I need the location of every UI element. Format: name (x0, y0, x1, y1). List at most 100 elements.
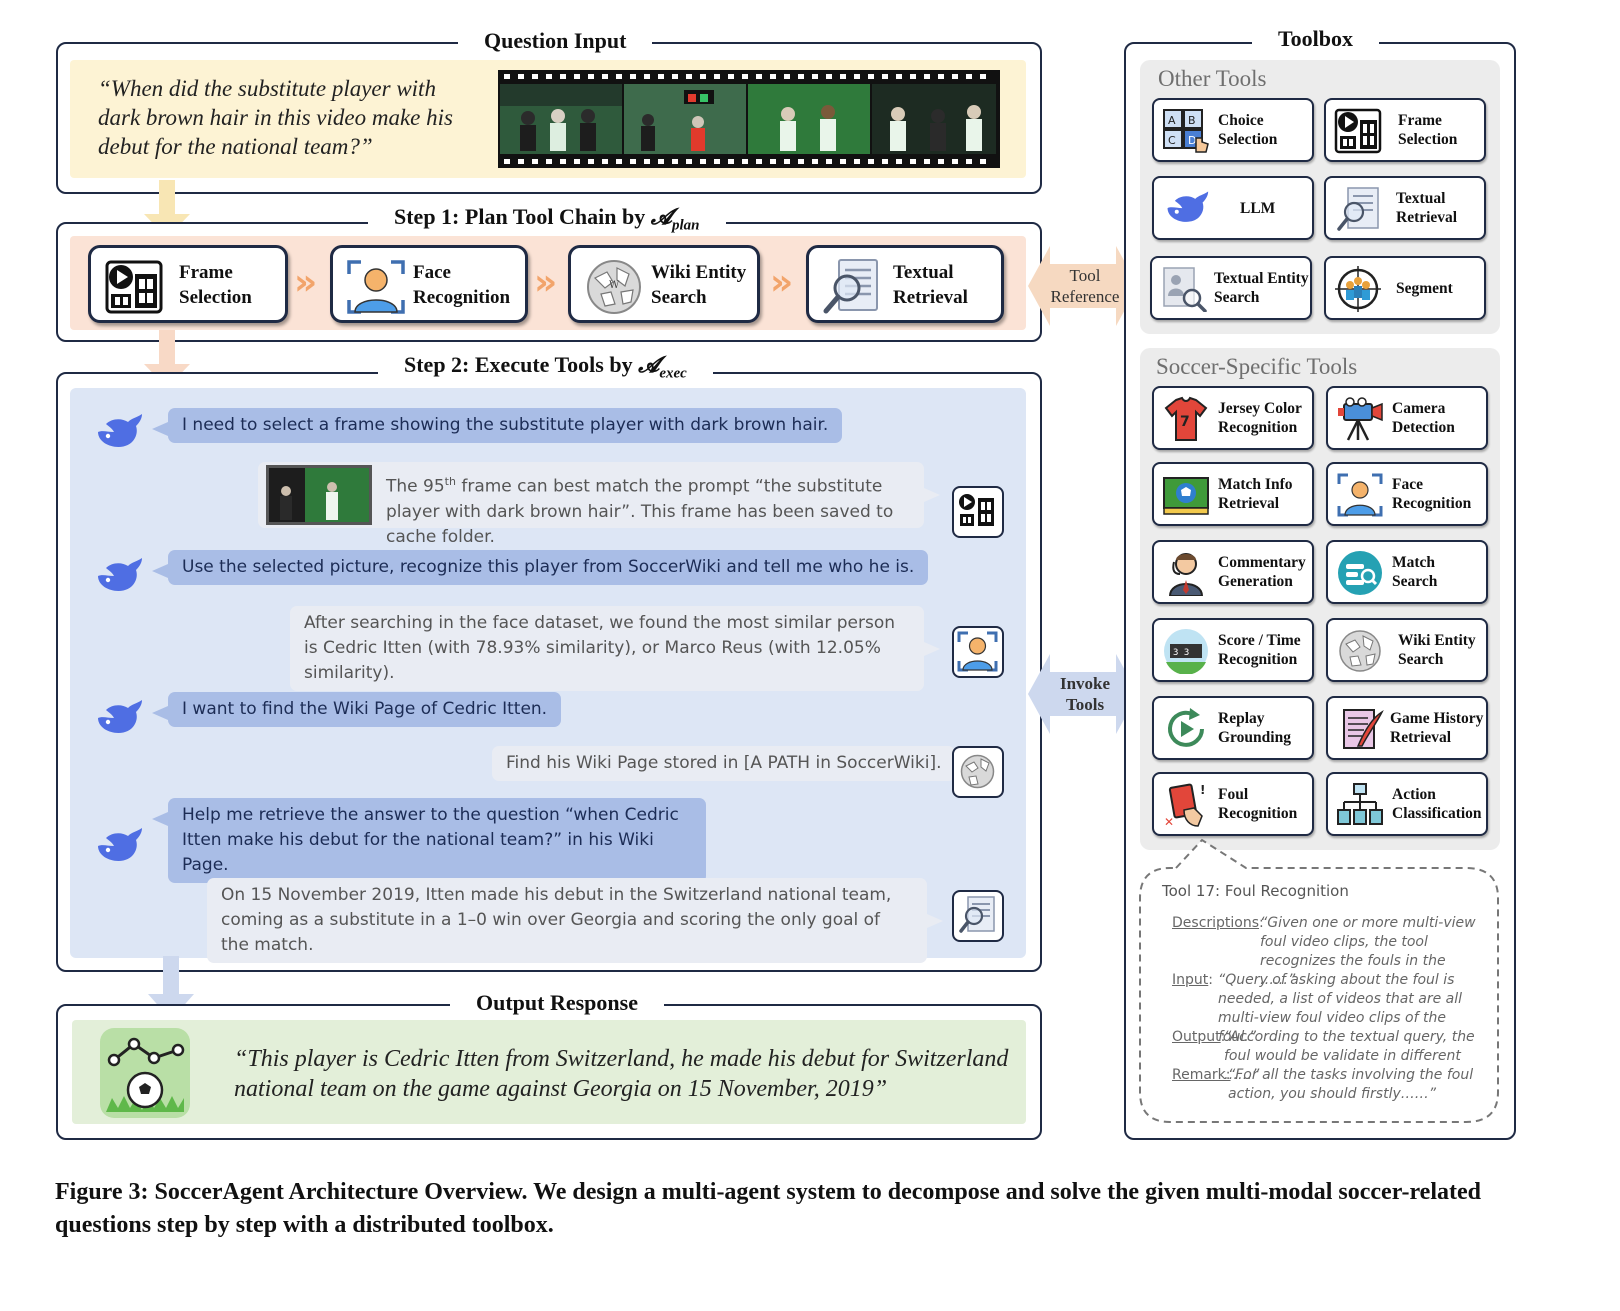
textual-retrieval-icon (1337, 187, 1379, 231)
whale-llm-icon (1167, 191, 1209, 222)
output-label: Output (1172, 1029, 1221, 1045)
step2-title-text: Step 2: Execute Tools by (404, 352, 639, 377)
plan-step-label: Frame Selection (179, 262, 252, 308)
step2-title: Step 2: Execute Tools by 𝓐exec (378, 352, 713, 387)
tool-replay-grounding: Replay Grounding (1152, 696, 1314, 760)
tool-label: LLM (1240, 199, 1276, 217)
tool-label: Frame Selection (1398, 112, 1458, 148)
detail-descriptions: Descriptions: “Given one or more multi-v… (1172, 915, 1476, 988)
frame-selection-icon (952, 486, 1004, 538)
entity-search-icon (1163, 267, 1207, 312)
choice-selection-icon: A B C D (1163, 109, 1209, 153)
soccer-analytics-icon (100, 1028, 190, 1118)
face-recognition-glyph (957, 631, 998, 672)
chevron-right-icon: » (534, 262, 558, 303)
tool-label: Choice Selection (1218, 112, 1278, 148)
svg-text:D: D (1188, 134, 1196, 147)
question-text: “When did the substitute player with dar… (98, 76, 453, 159)
plan-step-frame-selection: Frame Selection (88, 245, 288, 323)
tool-match-info-retrieval: Match Info Retrieval (1152, 462, 1314, 526)
wikipedia-globe-icon: W (587, 260, 641, 314)
svg-text:W: W (609, 280, 620, 291)
tool-face-recognition: Face Recognition (1326, 462, 1488, 526)
match-search-icon (1338, 551, 1382, 595)
svg-text:A: A (1168, 114, 1176, 127)
svg-text:7: 7 (1180, 414, 1190, 430)
tool-reference-arrow (1028, 246, 1138, 326)
step2-agent-symbol: 𝓐 (638, 352, 660, 378)
scoreboard-icon: 3 3 (1164, 629, 1208, 674)
step1-title-text: Step 1: Plan Tool Chain by (394, 204, 651, 229)
step1-agent-sub: plan (672, 217, 700, 234)
step1-title: Step 1: Plan Tool Chain by 𝓐plan (368, 204, 726, 239)
svg-text:✕: ✕ (1164, 815, 1174, 828)
tool-textual-entity-search: Textual Entity Search (1150, 256, 1312, 320)
jersey-icon: 7 (1164, 396, 1208, 441)
tool-label: Camera Detection (1392, 400, 1455, 436)
foul-card-icon: ✕ ! (1164, 783, 1205, 828)
plan-step-textual-retrieval: Textual Retrieval (806, 245, 1004, 323)
svg-text:!: ! (1200, 783, 1205, 797)
input-text: “Query of asking about the foul is neede… (1218, 972, 1462, 1045)
tool-response: Find his Wiki Page stored in [A PATH in … (492, 746, 972, 781)
other-tools-title: Other Tools (1158, 66, 1267, 91)
soccer-tools-title: Soccer-Specific Tools (1156, 354, 1358, 379)
tool-label: Foul Recognition (1218, 786, 1298, 822)
tool-game-history-retrieval: Game History Retrieval (1326, 696, 1488, 760)
tool-score-time-recognition: 3 3 Score / Time Recognition (1152, 618, 1314, 682)
camera-icon (1338, 397, 1383, 441)
tool-label: Commentary Generation (1218, 554, 1306, 590)
ordinal-suffix: th (444, 475, 456, 488)
question-input-title: Question Input (458, 28, 653, 54)
agent-whale-icon (98, 828, 142, 861)
selected-frame-thumbnail (266, 465, 372, 525)
agent-message: Use the selected picture, recognize this… (151, 550, 929, 585)
scroll-quill-icon (1343, 709, 1384, 749)
toolbox-title: Toolbox (1252, 26, 1380, 52)
plan-step-face-recognition: Face Recognition (330, 245, 528, 323)
tool-reference-label: Tool Reference (1050, 266, 1120, 306)
output-title: Output Response (450, 990, 664, 1016)
textual-retrieval-icon (823, 259, 878, 314)
textual-retrieval-icon (952, 890, 1004, 942)
detail-remark: Remark: “For all the tasks involving the… (1172, 1066, 1484, 1102)
remark-text: “For all the tasks involving the foul ac… (1228, 1067, 1474, 1102)
tool-label: Game History Retrieval (1390, 710, 1484, 746)
segment-icon (1335, 266, 1381, 312)
wikipedia-globe-icon (1339, 630, 1381, 672)
wikipedia-globe-icon (952, 746, 1004, 798)
agent-whale-icon (98, 700, 142, 733)
tool-commentary-generation: Commentary Generation (1152, 540, 1314, 604)
descriptions-label: Descriptions (1172, 915, 1260, 931)
tool-frame-selection: Frame Selection (1324, 98, 1486, 162)
invoke-tools-arrow (1028, 654, 1138, 734)
agent-whale-icon (98, 414, 142, 447)
input-label: Input (1172, 972, 1209, 988)
tool-textual-retrieval: Textual Retrieval (1324, 176, 1486, 240)
tool-label: Match Info Retrieval (1218, 476, 1293, 512)
wikipedia-glyph (960, 754, 995, 789)
tool-label: Segment (1396, 279, 1453, 297)
tool-wiki-entity-search: Wiki Entity Search (1326, 618, 1488, 682)
plan-step-label: Textual Retrieval (893, 262, 968, 308)
agent-message: Help me retrieve the answer to the quest… (152, 798, 706, 883)
tool-jersey-color-recognition: 7 Jersey Color Recognition (1152, 386, 1314, 450)
tool-response-text-cont: frame can best match the prompt “the sub… (386, 476, 894, 547)
tool-label: Jersey Color Recognition (1218, 400, 1302, 436)
svg-text:3 3: 3 3 (1173, 648, 1189, 658)
tool-label: Replay Grounding (1218, 710, 1291, 746)
tool-response: After searching in the face dataset, we … (290, 606, 940, 691)
tool-label: Textual Retrieval (1396, 190, 1458, 226)
match-info-icon (1163, 477, 1209, 515)
tool-label: Wiki Entity Search (1398, 632, 1476, 668)
plan-step-wiki-entity-search: W Wiki Entity Search (568, 245, 760, 323)
tool-label: Face Recognition (1392, 476, 1472, 512)
detail-input: Input: “Query of asking about the foul i… (1172, 971, 1484, 1045)
plan-step-label: Wiki Entity Search (651, 262, 747, 308)
output-text: “According to the textual query, the fou… (1224, 1029, 1475, 1083)
remark-label: Remark: (1172, 1067, 1231, 1083)
agent-message: I need to select a frame showing the sub… (151, 408, 843, 443)
tool-camera-detection: Camera Detection (1326, 386, 1488, 450)
chevron-right-icon: » (294, 262, 318, 303)
svg-text:B: B (1188, 114, 1196, 127)
